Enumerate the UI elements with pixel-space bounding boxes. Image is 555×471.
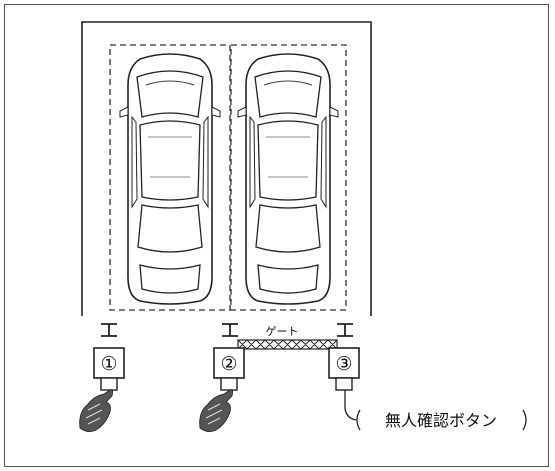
hand-icon (79, 389, 114, 432)
station-3 (328, 347, 360, 391)
unmanned-button-label: 無人確認ボタン (385, 411, 497, 430)
hand-icon (199, 389, 234, 432)
station-number-1: ① (100, 353, 117, 375)
post-3 (337, 323, 353, 337)
station-number-3: ③ (335, 353, 352, 375)
post-1 (101, 323, 117, 337)
car-right (237, 53, 339, 305)
parking-space-left (109, 44, 231, 311)
label-bracket-left (356, 409, 361, 431)
station-1 (93, 347, 125, 391)
label-bracket-right (522, 409, 527, 431)
parking-lot-outline (81, 21, 372, 316)
button-leader-line (344, 390, 357, 421)
station-number-2: ② (220, 353, 237, 375)
car-left (119, 53, 221, 305)
post-2 (222, 323, 238, 337)
gate-label: ゲート (266, 325, 299, 338)
station-2 (213, 347, 245, 391)
gate-crosshatch (237, 339, 338, 350)
